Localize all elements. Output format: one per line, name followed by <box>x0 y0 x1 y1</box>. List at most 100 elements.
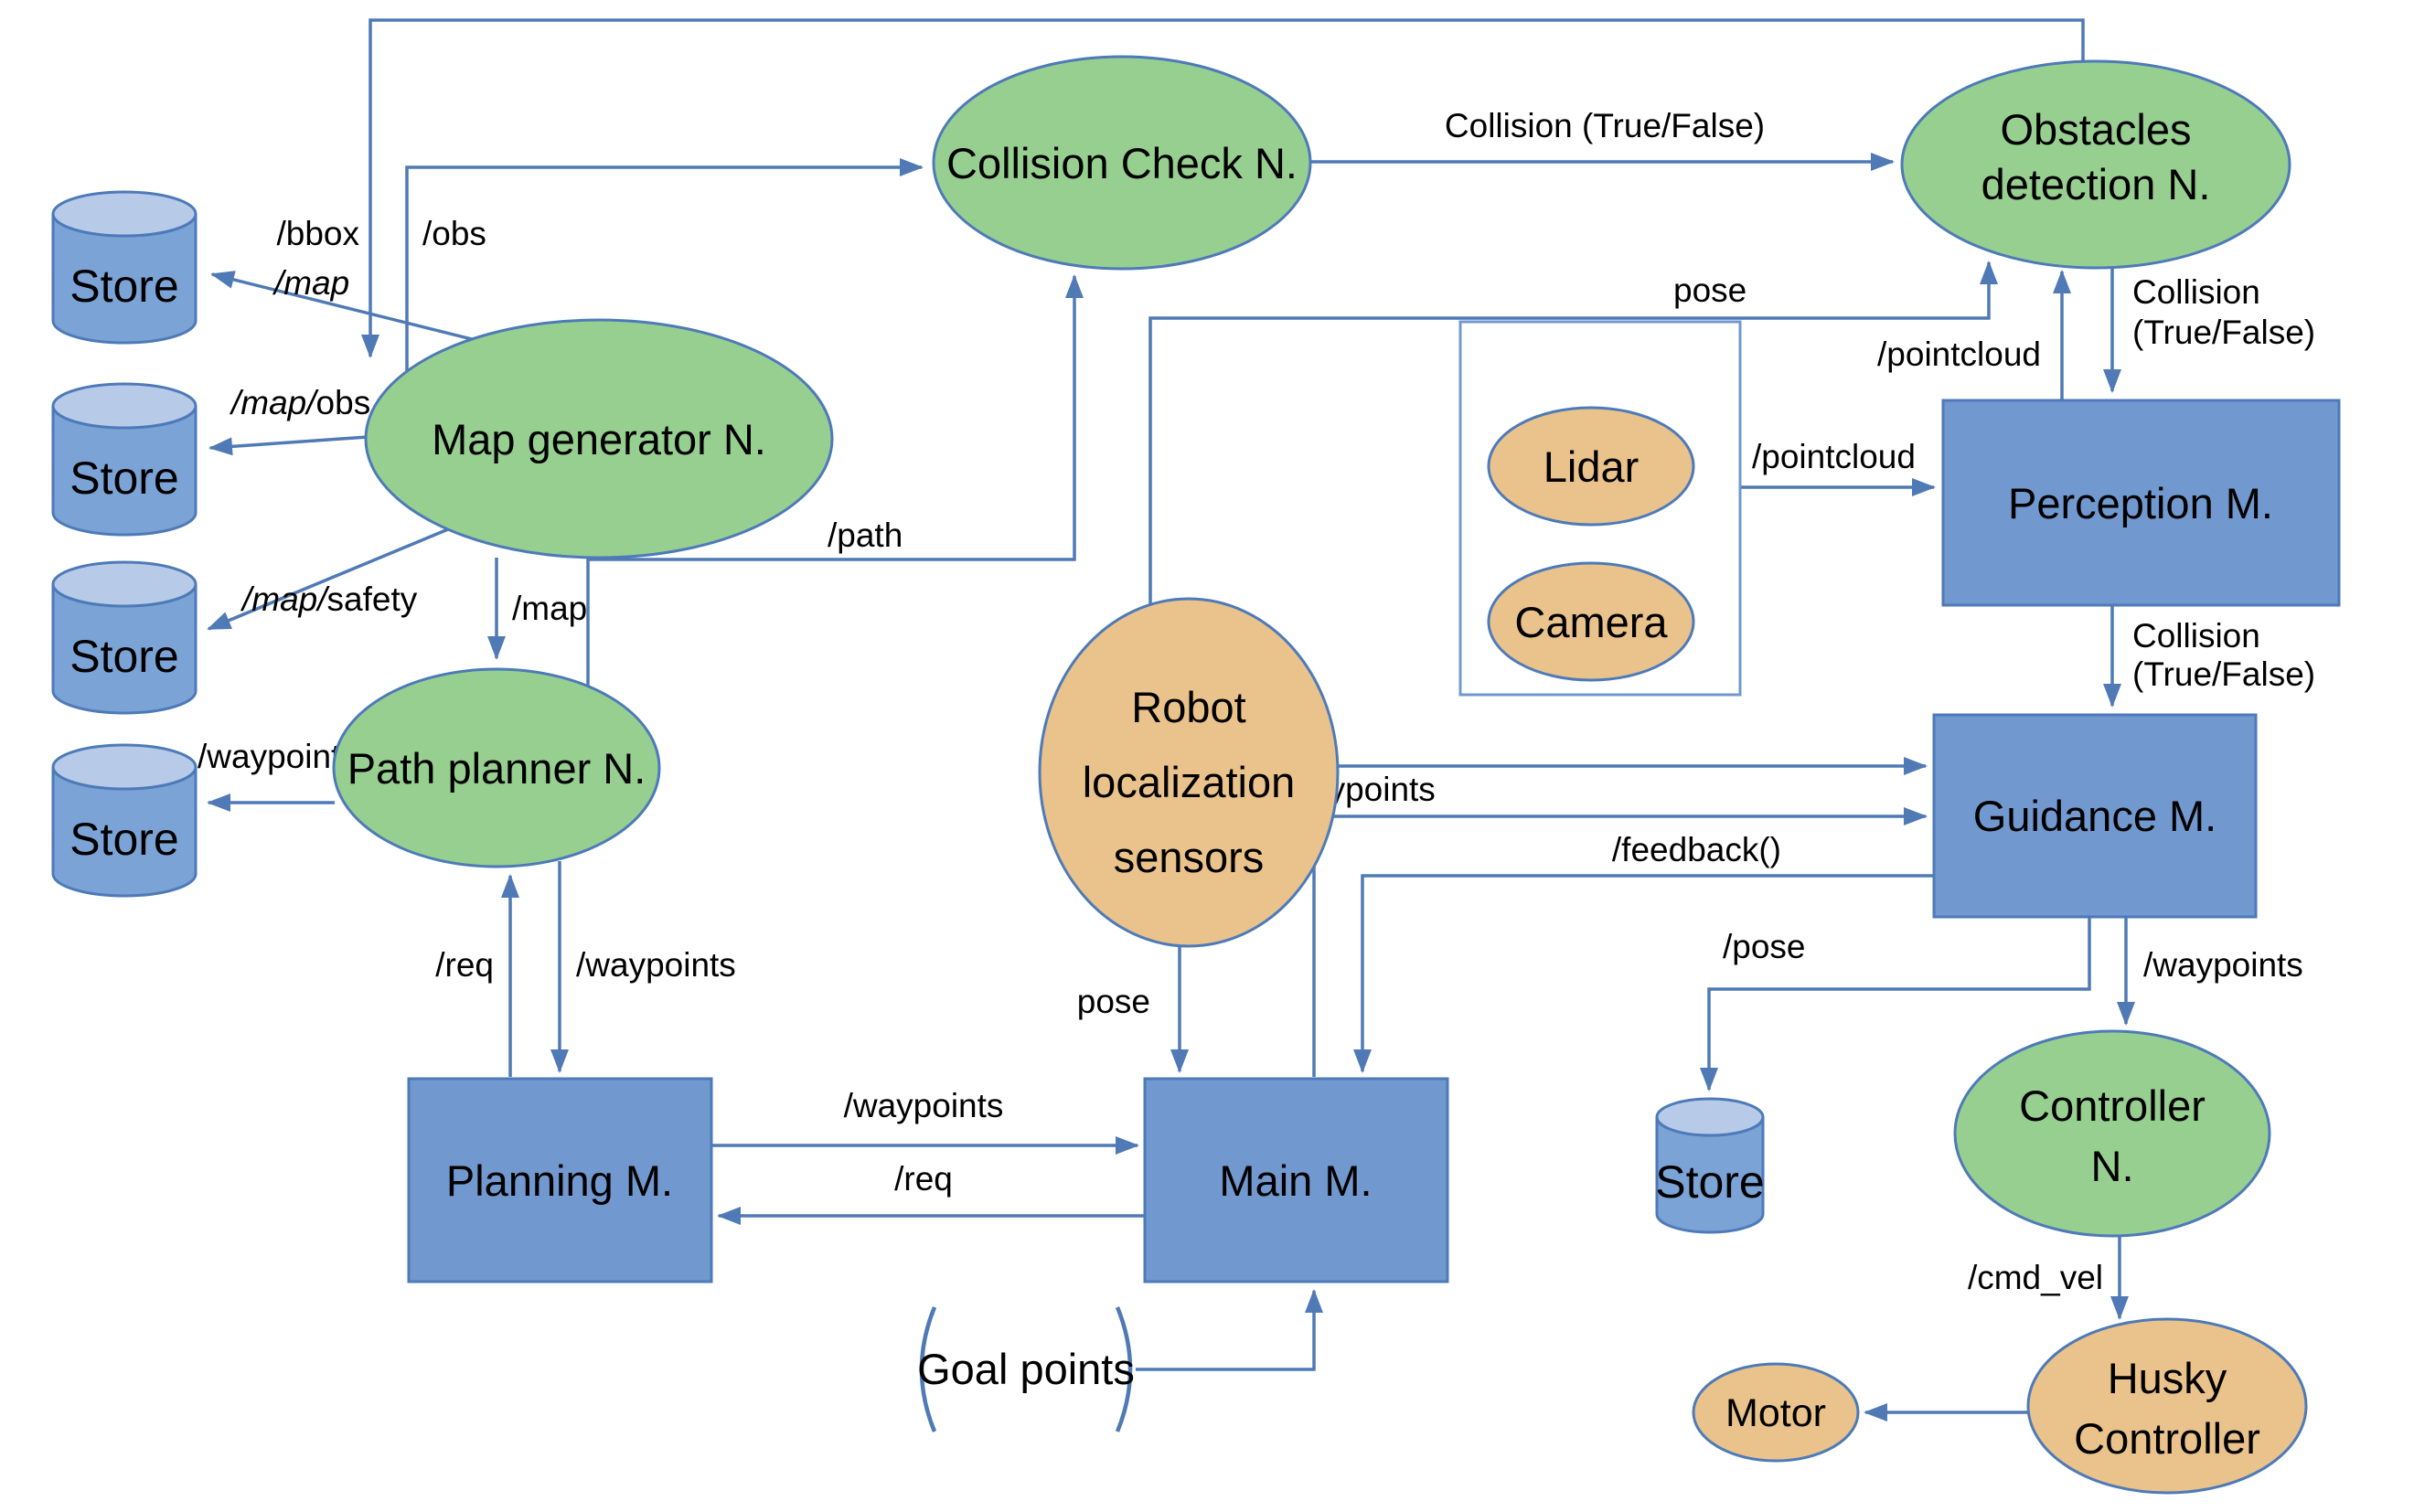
edge-pose-obstacles-line <box>1148 261 1998 604</box>
husky-controller-ellipse <box>2026 1317 2308 1495</box>
edge-label-map-store: /map <box>272 264 349 302</box>
goal-points-left-bracket <box>919 1306 937 1432</box>
edge-label-waypoints-down: /waypoints <box>576 946 736 984</box>
store-2-datastore: Store <box>51 382 198 537</box>
planning-rect <box>407 1077 713 1283</box>
main-module: Main M. <box>1143 1077 1449 1283</box>
robot-localization-label-2: localization <box>1083 758 1296 806</box>
store-1-cylinder-top <box>51 190 198 238</box>
path-planner-label: Path planner N. <box>347 744 646 793</box>
planning-label: Planning M. <box>446 1156 673 1205</box>
robot-localization-label-1: Robot <box>1131 683 1245 731</box>
guidance-label: Guidance M. <box>1973 792 2216 840</box>
store-2-cylinder-top <box>51 382 198 430</box>
store-4-label: Store <box>69 814 179 865</box>
husky-controller-label-2: Controller <box>2074 1414 2260 1463</box>
store-1-label: Store <box>69 261 179 312</box>
edge-label-pose-store: /pose <box>1723 928 1806 965</box>
goal-points-right-bracket <box>1115 1306 1133 1432</box>
edge-label-collision-pg-2: (True/False) <box>2132 655 2315 693</box>
edge-label-waypoints-controller: /waypoints <box>2143 946 2303 984</box>
map-generator-label: Map generator N. <box>432 415 766 463</box>
motor-label: Motor <box>1725 1391 1826 1435</box>
lidar-ellipse <box>1487 406 1695 527</box>
path-planner-node: Path planner N. <box>332 667 661 868</box>
store-5-datastore: Store <box>1655 1097 1765 1234</box>
motor-node: Motor <box>1692 1362 1860 1463</box>
edge-label-path: /path <box>828 516 903 554</box>
edge-label-cmd-vel: /cmd_vel <box>1968 1259 2103 1296</box>
obstacles-detection-label-1: Obstacles <box>2001 105 2192 154</box>
edge-label-map-planner: /map <box>512 590 587 627</box>
store-3-label: Store <box>69 631 179 682</box>
robot-localization-node: Robot localization sensors <box>1038 597 1340 948</box>
main-label: Main M. <box>1219 1156 1372 1205</box>
lidar-node: Lidar <box>1487 406 1695 527</box>
main-rect <box>1143 1077 1449 1283</box>
controller-ellipse <box>1953 1029 2271 1238</box>
robot-localization-ellipse <box>1038 597 1340 948</box>
camera-ellipse <box>1487 561 1695 682</box>
perception-module: Perception M. <box>1941 399 2341 607</box>
camera-label: Camera <box>1514 598 1668 646</box>
collision-check-node: Collision Check N. <box>932 55 1312 271</box>
edge-label-obs: /obs <box>422 215 486 252</box>
perception-rect <box>1941 399 2341 607</box>
planning-module: Planning M. <box>407 1077 713 1283</box>
store-4-cylinder-top <box>51 743 198 791</box>
sensor-box: Lidar Camera <box>1458 320 1742 697</box>
edge-obs-line <box>405 158 924 371</box>
map-generator-ellipse <box>364 318 834 559</box>
lidar-label: Lidar <box>1543 442 1640 491</box>
controller-label-1: Controller <box>2019 1081 2206 1130</box>
edge-label-pose-main: pose <box>1077 983 1150 1020</box>
controller-node: Controller N. <box>1953 1029 2271 1238</box>
path-planner-ellipse <box>332 667 661 868</box>
edge-label-bbox: /bbox <box>276 215 359 252</box>
edge-map-safety-line <box>207 527 449 631</box>
edge-label-feedback: /feedback() <box>1612 831 1781 868</box>
store-1-datastore: Store <box>51 190 198 345</box>
store-5-cylinder-top <box>1655 1097 1765 1137</box>
obstacles-detection-ellipse <box>1900 59 2291 270</box>
edge-label-waypoints-store: /waypoints <box>198 738 358 775</box>
edge-label-req-main-planning: /req <box>894 1160 953 1198</box>
edge-label-pointcloud-sensors: /pointcloud <box>1752 438 1916 475</box>
edge-label-collision-pg-1: Collision <box>2132 617 2260 655</box>
guidance-rect <box>1932 713 2258 919</box>
edge-label-collision-op-2: (True/False) <box>2132 314 2315 351</box>
map-generator-node: Map generator N. <box>364 318 834 559</box>
collision-check-label: Collision Check N. <box>946 139 1298 187</box>
edge-pose-store-line <box>1700 917 2091 1091</box>
edge-feedback-line <box>1353 874 1934 1073</box>
sensor-box-frame <box>1458 320 1742 697</box>
collision-check-ellipse <box>932 55 1312 271</box>
controller-label-2: N. <box>2091 1142 2134 1190</box>
edge-label-collision-op-1: Collision <box>2132 273 2260 311</box>
obstacles-detection-node: Obstacles detection N. <box>1900 59 2291 270</box>
edge-label-waypoints-planning-main: /waypoints <box>844 1087 1004 1124</box>
store-5-label: Store <box>1655 1156 1765 1208</box>
goal-points-input: Goal points <box>917 1306 1135 1432</box>
motor-ellipse <box>1692 1362 1860 1463</box>
edge-label-map-obs: /map/obs <box>229 384 370 421</box>
guidance-module: Guidance M. <box>1932 713 2258 919</box>
store-3-cylinder-top <box>51 560 198 608</box>
edge-label-pointcloud-up: /pointcloud <box>1877 335 2041 373</box>
edge-map-store-line <box>210 271 476 342</box>
edge-label-map-safety: /map/safety <box>240 580 418 618</box>
goal-points-label: Goal points <box>917 1345 1135 1393</box>
store-4-datastore: Store <box>51 743 198 898</box>
robot-localization-label-3: sensors <box>1114 833 1265 881</box>
camera-node: Camera <box>1487 561 1695 682</box>
edge-label-collision-tf: Collision (True/False) <box>1445 107 1765 144</box>
edge-bbox-line <box>361 18 2085 358</box>
store-3-datastore: Store <box>51 560 198 715</box>
obstacles-detection-label-2: detection N. <box>1981 160 2211 208</box>
edge-label-req-up: /req <box>435 946 494 984</box>
edge-map-obs-line <box>208 435 369 456</box>
store-2-label: Store <box>69 453 179 504</box>
perception-label: Perception M. <box>2008 479 2273 527</box>
husky-controller-label-1: Husky <box>2108 1354 2227 1402</box>
